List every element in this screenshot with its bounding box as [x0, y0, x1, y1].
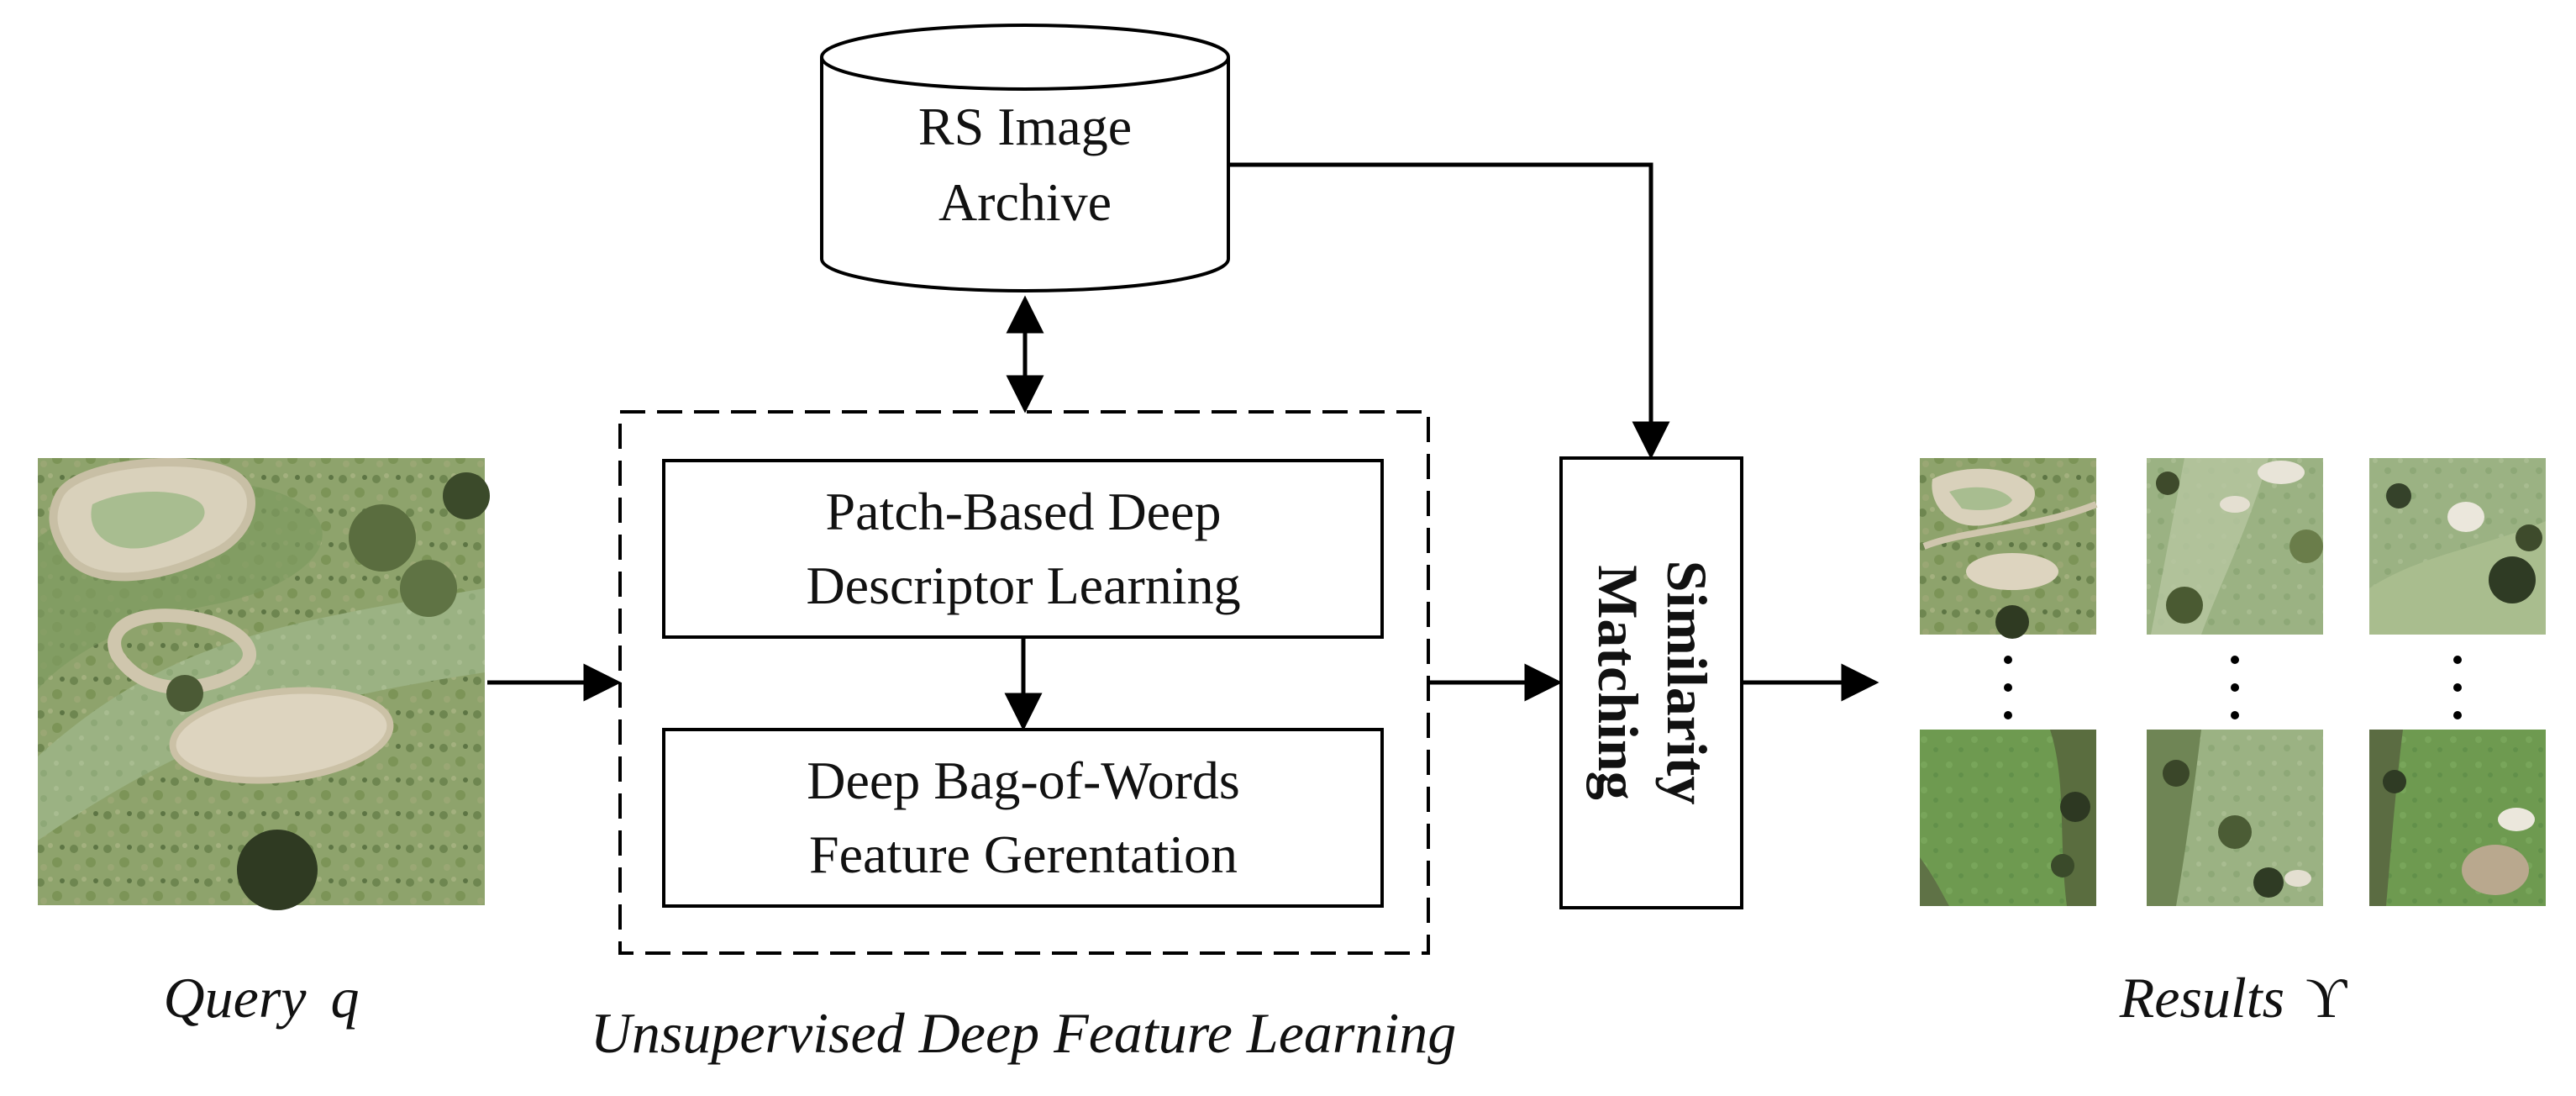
module-caption: Unsupervised Deep Feature Learning — [591, 1001, 1457, 1065]
svg-text:Query q: Query q — [164, 966, 360, 1030]
patch-based-descriptor-box: Patch-Based Deep Descriptor Learning — [662, 459, 1384, 639]
patch-box-line1: Patch-Based Deep — [826, 482, 1222, 541]
archive-label-line2: Archive — [938, 172, 1112, 232]
patch-box-line2: Descriptor Learning — [806, 556, 1240, 615]
rs-image-archive: RS Image Archive — [820, 24, 1230, 292]
svg-text:Results ϒ: Results ϒ — [2119, 966, 2347, 1030]
archive-label-line1: RS Image — [918, 97, 1132, 156]
query-caption-label: Query — [164, 966, 308, 1030]
ellipsis-dots — [2004, 656, 2462, 719]
result-grid — [1920, 458, 2546, 906]
bag-of-words-box: Deep Bag-of-Words Feature Gerentation — [662, 728, 1384, 908]
arrow-archive-to-matching — [1228, 162, 1670, 460]
query-caption-symbol: q — [330, 966, 359, 1030]
result-image — [2147, 730, 2323, 906]
result-image — [1920, 458, 2098, 639]
results-caption-label: Results — [2119, 966, 2284, 1030]
bow-box-line2: Feature Gerentation — [809, 825, 1238, 884]
matching-label-line1: Similarity — [1655, 561, 1719, 805]
result-image — [2369, 458, 2546, 635]
results-caption: Results ϒ — [2119, 966, 2347, 1030]
similarity-matching-box: Similarity Matching — [1559, 456, 1743, 909]
bow-box-line1: Deep Bag-of-Words — [807, 751, 1240, 810]
query-caption: Query q — [164, 966, 360, 1030]
unsupervised-feature-module: Patch-Based Deep Descriptor Learning Dee… — [618, 410, 1430, 955]
result-image — [2147, 458, 2323, 635]
arrows — [487, 162, 1879, 731]
result-image — [1920, 730, 2096, 906]
matching-label-line2: Matching — [1586, 565, 1650, 800]
query-image — [38, 458, 490, 910]
results-caption-symbol: ϒ — [2305, 966, 2347, 1030]
result-image — [2369, 730, 2546, 906]
